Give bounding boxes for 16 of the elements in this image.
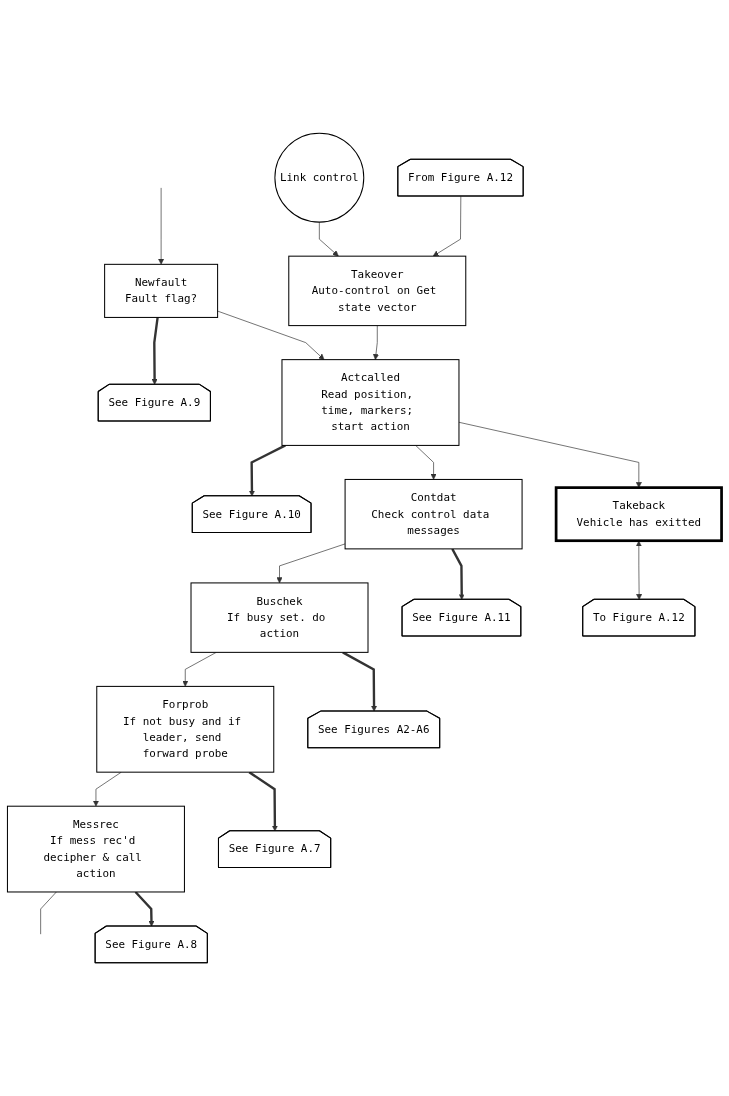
arrow <box>151 317 159 385</box>
node-box: Forprob If not busy and if leader, send forward probe <box>96 685 275 773</box>
arrow <box>451 548 465 600</box>
node-circle: Link control <box>274 132 365 223</box>
connector <box>40 891 57 935</box>
arrow <box>248 444 286 497</box>
arrow <box>134 891 155 927</box>
arrow <box>248 771 278 832</box>
node-box: Takeover Auto-control on Get state vector <box>288 255 467 327</box>
arrow <box>342 651 378 712</box>
node-box: Messrec If mess rec'd decipher & call action <box>6 805 185 893</box>
node-box: Contdat Check control data messages <box>344 478 523 550</box>
node-box: Buschek If busy set. do action <box>190 582 369 653</box>
node-box: Actcalled Read position, time, markers; start action <box>281 359 460 446</box>
node-box: Takeback Vehicle has exitted <box>554 486 723 543</box>
node-box: Newfault Fault flag? <box>104 263 219 318</box>
